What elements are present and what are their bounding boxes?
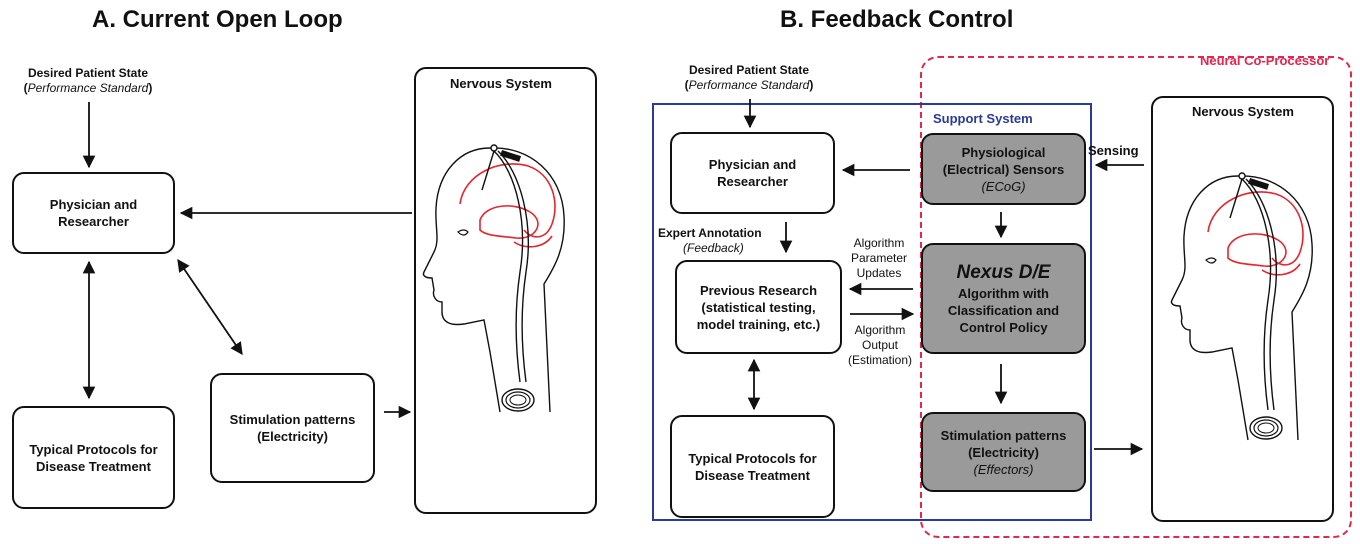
neural-coprocessor-label: Neural Co-Processor — [1200, 53, 1330, 68]
previous-research-box: Previous Research(statistical testing,mo… — [675, 260, 842, 354]
sensors-box: Physiological(Electrical) Sensors(ECoG) — [921, 133, 1086, 205]
desired-state-b: Desired Patient State (Performance Stand… — [674, 63, 824, 93]
expert-annotation-label: Expert Annotation — [658, 226, 762, 240]
desired-state-a-subtitle: (Performance Standard) — [23, 81, 153, 95]
desired-state-a-title: Desired Patient State — [27, 66, 149, 80]
nervous-system-title-b: Nervous System — [1192, 104, 1294, 119]
desired-state-a: Desired Patient State (Performance Stand… — [18, 66, 158, 96]
feedback-label: (Feedback) — [683, 241, 744, 255]
support-system-label: Support System — [933, 111, 1033, 126]
nervous-system-box-a — [414, 67, 597, 514]
nervous-system-title-a: Nervous System — [450, 76, 552, 91]
stimulation-box-a: Stimulation patterns(Electricity) — [210, 373, 375, 483]
support-system-region — [652, 103, 1092, 521]
stimulation-box-b: Stimulation patterns(Electricity)(Effect… — [921, 412, 1086, 492]
sensing-label: Sensing — [1088, 143, 1139, 158]
desired-state-b-title: Desired Patient State — [688, 63, 810, 77]
desired-state-b-subtitle: (Performance Standard) — [684, 78, 814, 92]
panel-b-title: B. Feedback Control — [780, 6, 1014, 33]
panel-a-title: A. Current Open Loop — [92, 6, 343, 33]
nervous-system-box-b — [1151, 96, 1334, 522]
